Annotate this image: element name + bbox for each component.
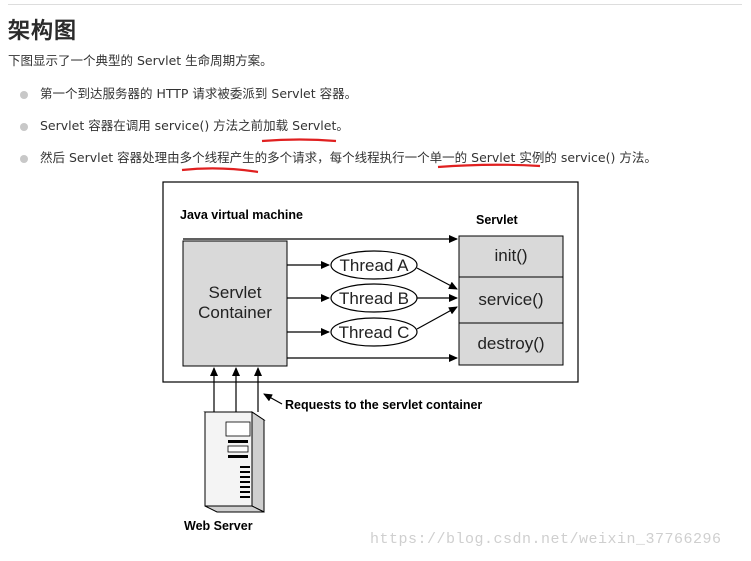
requests-label: Requests to the servlet container — [285, 398, 482, 412]
container-label-line2: Container — [198, 303, 272, 322]
servlet-methods-box — [458, 235, 564, 366]
method-service: service() — [478, 290, 543, 309]
thread-b-label: Thread B — [339, 289, 409, 308]
bullet-dot-icon — [20, 123, 28, 131]
list-item: 第一个到达服务器的 HTTP 请求被委派到 Servlet 容器。 — [20, 84, 657, 116]
list-item: Servlet 容器在调用 service() 方法之前加载 Servlet。 — [20, 116, 657, 148]
thread-a-label: Thread A — [340, 256, 410, 275]
watermark: https://blog.csdn.net/weixin_37766296 — [370, 531, 722, 548]
top-divider — [8, 4, 742, 5]
list-item: 然后 Servlet 容器处理由多个线程产生的多个请求，每个线程执行一个单一的 … — [20, 148, 657, 180]
web-server-icon — [203, 411, 266, 513]
bullet-text: 然后 Servlet 容器处理由多个线程产生的多个请求，每个线程执行一个单一的 … — [40, 150, 657, 165]
bullet-text: Servlet 容器在调用 service() 方法之前加载 Servlet。 — [40, 118, 349, 133]
arrow-thread-c-to-service — [416, 306, 458, 330]
requests-pointer-arrow — [263, 393, 283, 405]
bullet-list: 第一个到达服务器的 HTTP 请求被委派到 Servlet 容器。 Servle… — [20, 84, 657, 180]
red-underline — [181, 167, 259, 174]
web-server-label: Web Server — [184, 519, 253, 533]
jvm-label: Java virtual machine — [180, 208, 303, 222]
arrow-thread-a-to-service — [416, 267, 458, 290]
intro-text: 下图显示了一个典型的 Servlet 生命周期方案。 — [8, 53, 273, 68]
servlet-container-box — [182, 240, 288, 367]
bullet-text: 第一个到达服务器的 HTTP 请求被委派到 Servlet 容器。 — [40, 86, 358, 101]
method-init: init() — [494, 246, 527, 265]
red-underline — [437, 163, 541, 169]
bullet-dot-icon — [20, 155, 28, 163]
thread-c-label: Thread C — [339, 323, 410, 342]
thread-a-ellipse — [330, 250, 418, 280]
thread-c-ellipse — [330, 317, 418, 347]
servlet-header: Servlet — [476, 213, 519, 227]
page-heading: 架构图 — [8, 19, 78, 44]
red-underline — [261, 138, 337, 143]
method-destroy: destroy() — [477, 334, 544, 353]
container-label-line1: Servlet — [209, 283, 262, 302]
bullet-dot-icon — [20, 91, 28, 99]
